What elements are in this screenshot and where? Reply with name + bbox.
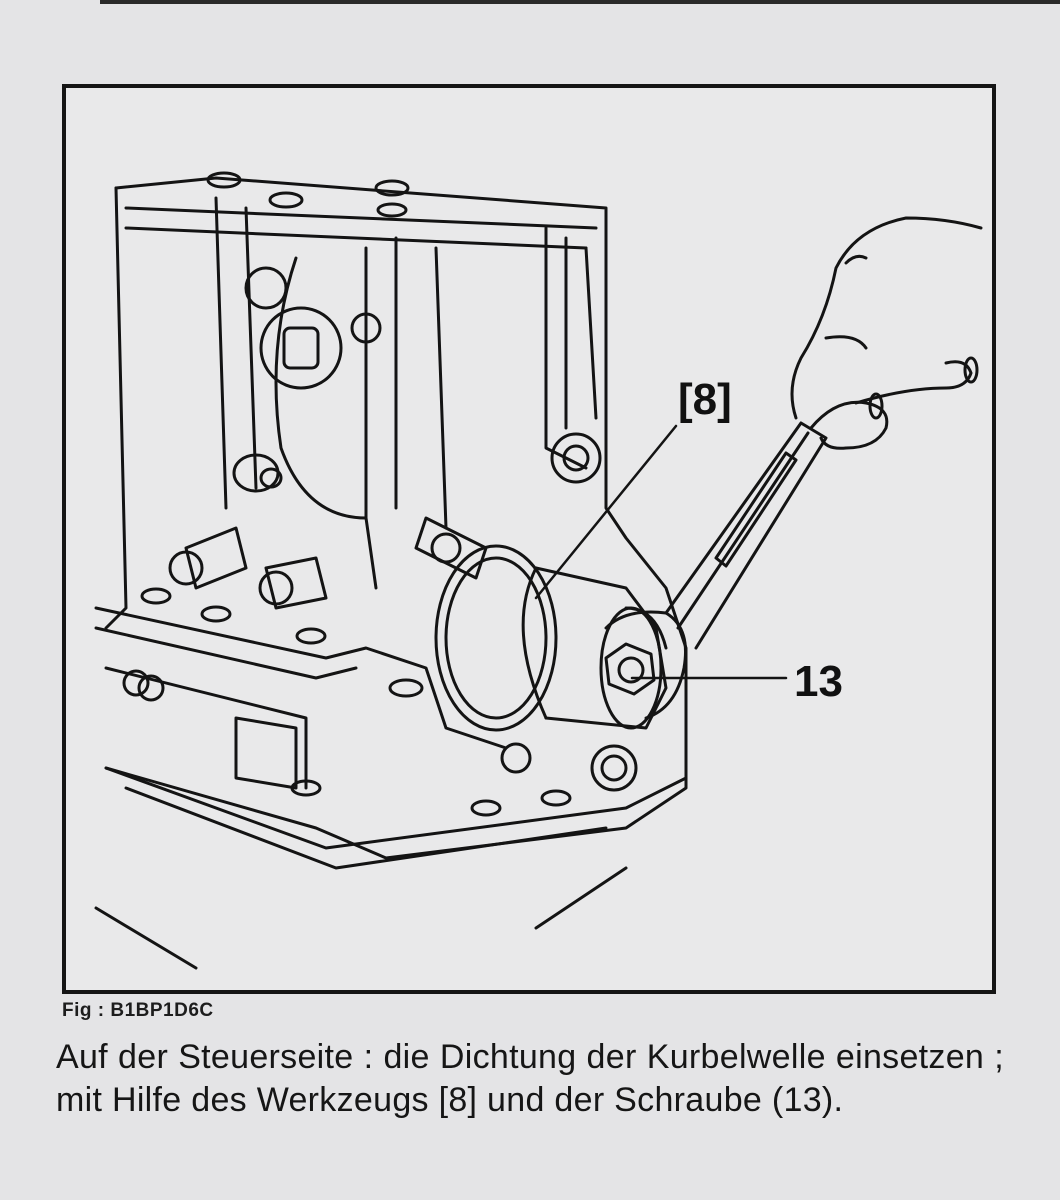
leader-line-tool [534,424,678,600]
wrench [604,421,828,720]
engine-illustration: [8] 13 [94,171,983,970]
figure-frame: [8] 13 [62,84,996,994]
callout-screw: 13 [794,657,843,706]
seal-installer-tool [434,544,668,732]
screw-13 [604,642,656,696]
engine-block [94,171,688,970]
callout-tool: [8] [678,375,732,424]
top-rule [100,0,1060,4]
hand [790,216,983,450]
instruction-text: Auf der Steuerseite : die Dichtung der K… [56,1038,1004,1119]
figure-id-label: Fig : B1BP1D6C [62,1000,214,1021]
